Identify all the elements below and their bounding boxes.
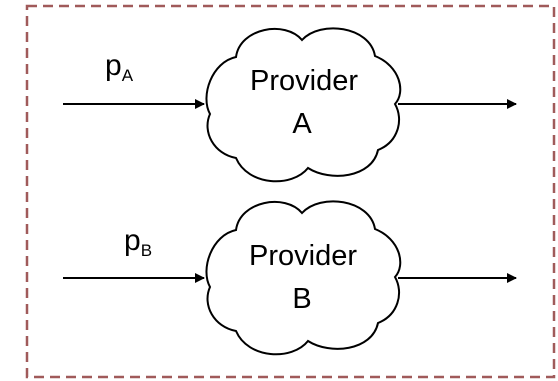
provider-a-name-line1: Provider — [250, 65, 358, 97]
provider-b-name-line2: B — [292, 283, 311, 315]
provider-b-input-label: pB — [124, 224, 152, 260]
provider-b-name-line1: Provider — [249, 240, 357, 272]
system-boundary — [25, 4, 556, 379]
provider-b-input-label-sub: B — [141, 241, 152, 260]
provider-b-group: pB Provider B — [63, 200, 517, 356]
provider-a-cloud — [205, 27, 402, 183]
provider-a-input-label: pA — [105, 49, 134, 85]
provider-a-input-label-main: p — [105, 49, 122, 82]
provider-b-input-label-main: p — [124, 224, 141, 257]
provider-a-group: pA Provider A — [63, 27, 517, 183]
provider-b-cloud — [205, 200, 402, 356]
provider-a-name-line2: A — [292, 108, 312, 140]
provider-a-input-label-sub: A — [122, 66, 134, 85]
